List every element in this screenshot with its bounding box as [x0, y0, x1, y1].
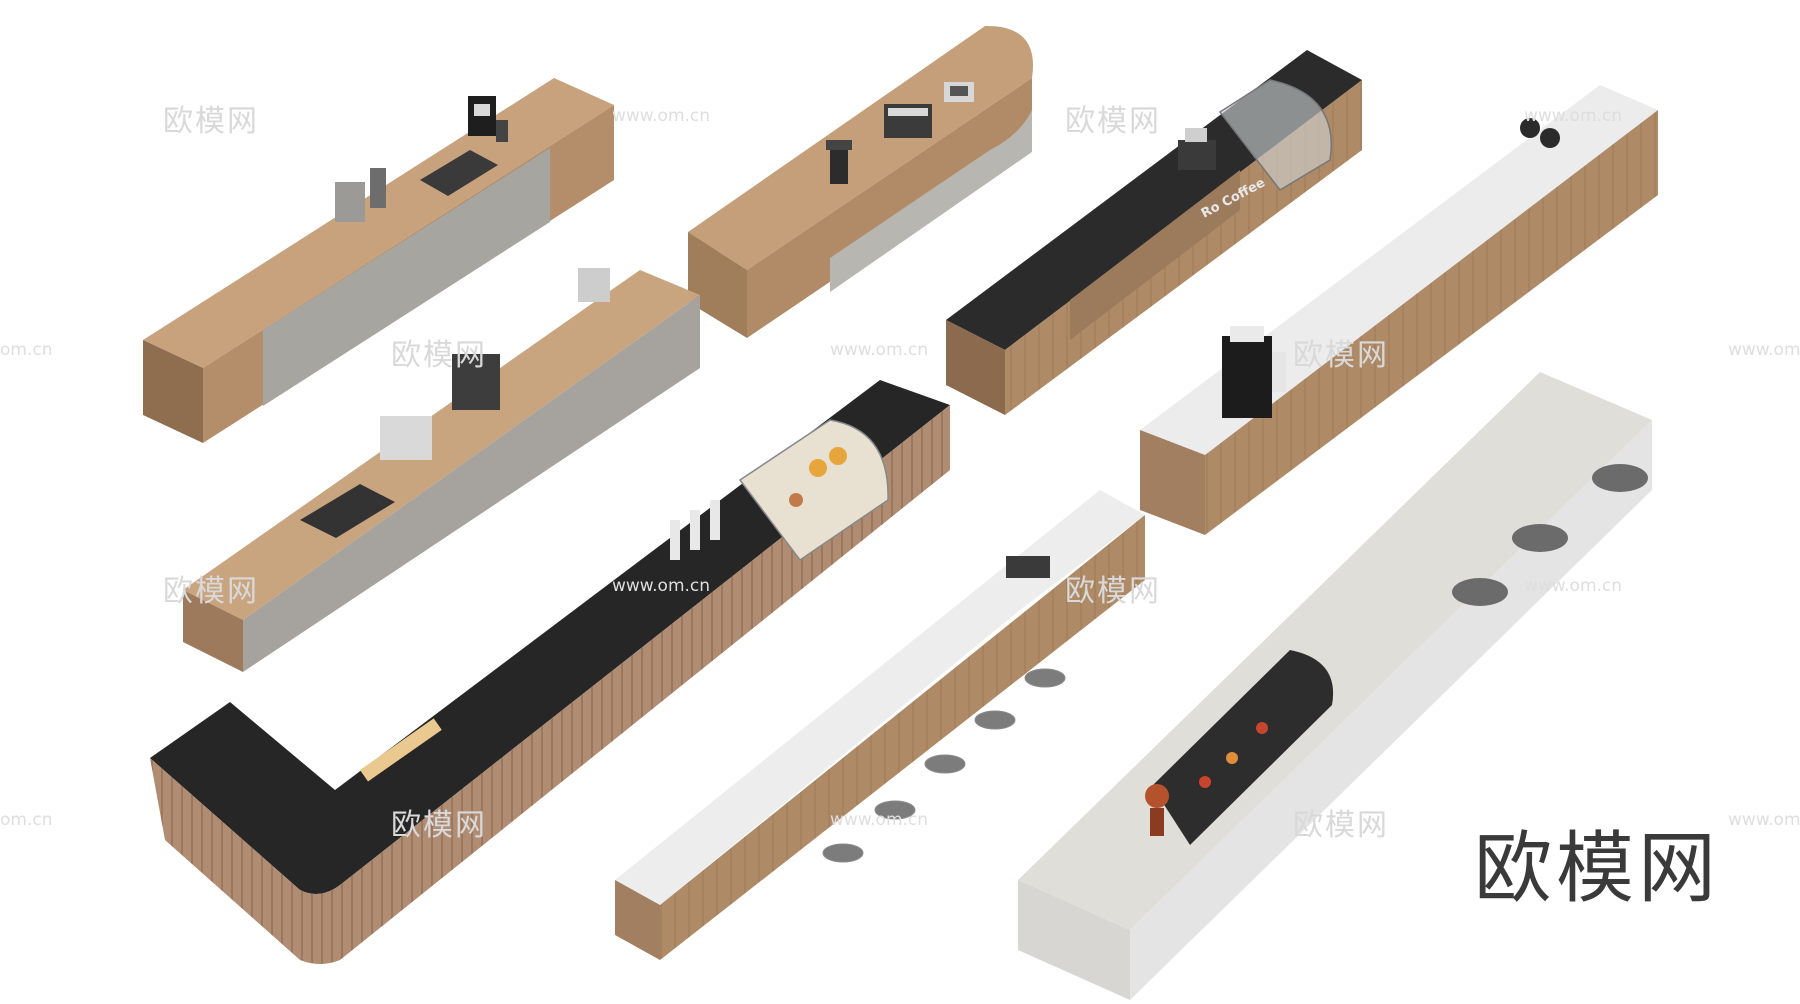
watermark-url: www.om.cn	[612, 106, 711, 126]
watermark-cn: 欧模网	[1065, 574, 1161, 609]
grinder-2	[826, 140, 852, 184]
coffee-machine-1	[468, 96, 508, 142]
watermark-cn: 欧模网	[163, 574, 259, 609]
watermark-cn: 欧模网	[391, 338, 487, 373]
watermark-cn: 欧模网	[1293, 338, 1389, 373]
watermark-cn: 欧模网	[163, 104, 259, 139]
pos-terminal-1	[944, 82, 974, 102]
counter-rounded-top-middle	[688, 25, 1034, 338]
watermark-cn: 欧模网	[391, 808, 487, 843]
watermark-url: www.om.cn	[1728, 340, 1800, 360]
sink-5	[300, 484, 395, 538]
watermark-url: www.om.cn	[1728, 810, 1800, 830]
counter-l-shape-black-marble	[150, 380, 950, 964]
display-showcase-3	[1218, 79, 1332, 191]
brand-logo-text: 欧模网	[1474, 824, 1721, 914]
watermark-url: om.cn	[0, 340, 53, 360]
grinder-1	[335, 168, 386, 222]
watermark-url: www.om.cn	[830, 340, 929, 360]
watermark-url: www.om.cn	[612, 576, 711, 596]
counter-wood-top-left	[143, 78, 614, 443]
coffee-machine-4	[1222, 326, 1286, 418]
watermark-url: www.om.cn	[1524, 106, 1623, 126]
sink-1	[420, 150, 498, 196]
cake-showcase-8	[1152, 650, 1334, 845]
counter-gray-long-middle	[183, 270, 700, 672]
figurine-8	[1145, 784, 1169, 836]
watermark-url: www.om.cn	[830, 810, 929, 830]
pastry-showcase-6	[738, 419, 889, 562]
chairs-8	[1452, 464, 1648, 606]
bar-stools-7	[822, 668, 1066, 863]
watermark-url: www.om.cn	[1524, 576, 1623, 596]
grinder-4	[1520, 118, 1560, 148]
watermark-url: om.cn	[0, 810, 53, 830]
watermark-cn: 欧模网	[1293, 808, 1389, 843]
bottles-6	[359, 500, 720, 782]
espresso-machine-5	[380, 268, 610, 460]
watermark-cn: 欧模网	[1065, 104, 1161, 139]
pos-terminal-7	[1006, 556, 1050, 578]
pos-terminal-3	[1178, 128, 1216, 170]
espresso-machine-2	[884, 104, 932, 138]
counter-white-with-stools	[615, 490, 1145, 960]
